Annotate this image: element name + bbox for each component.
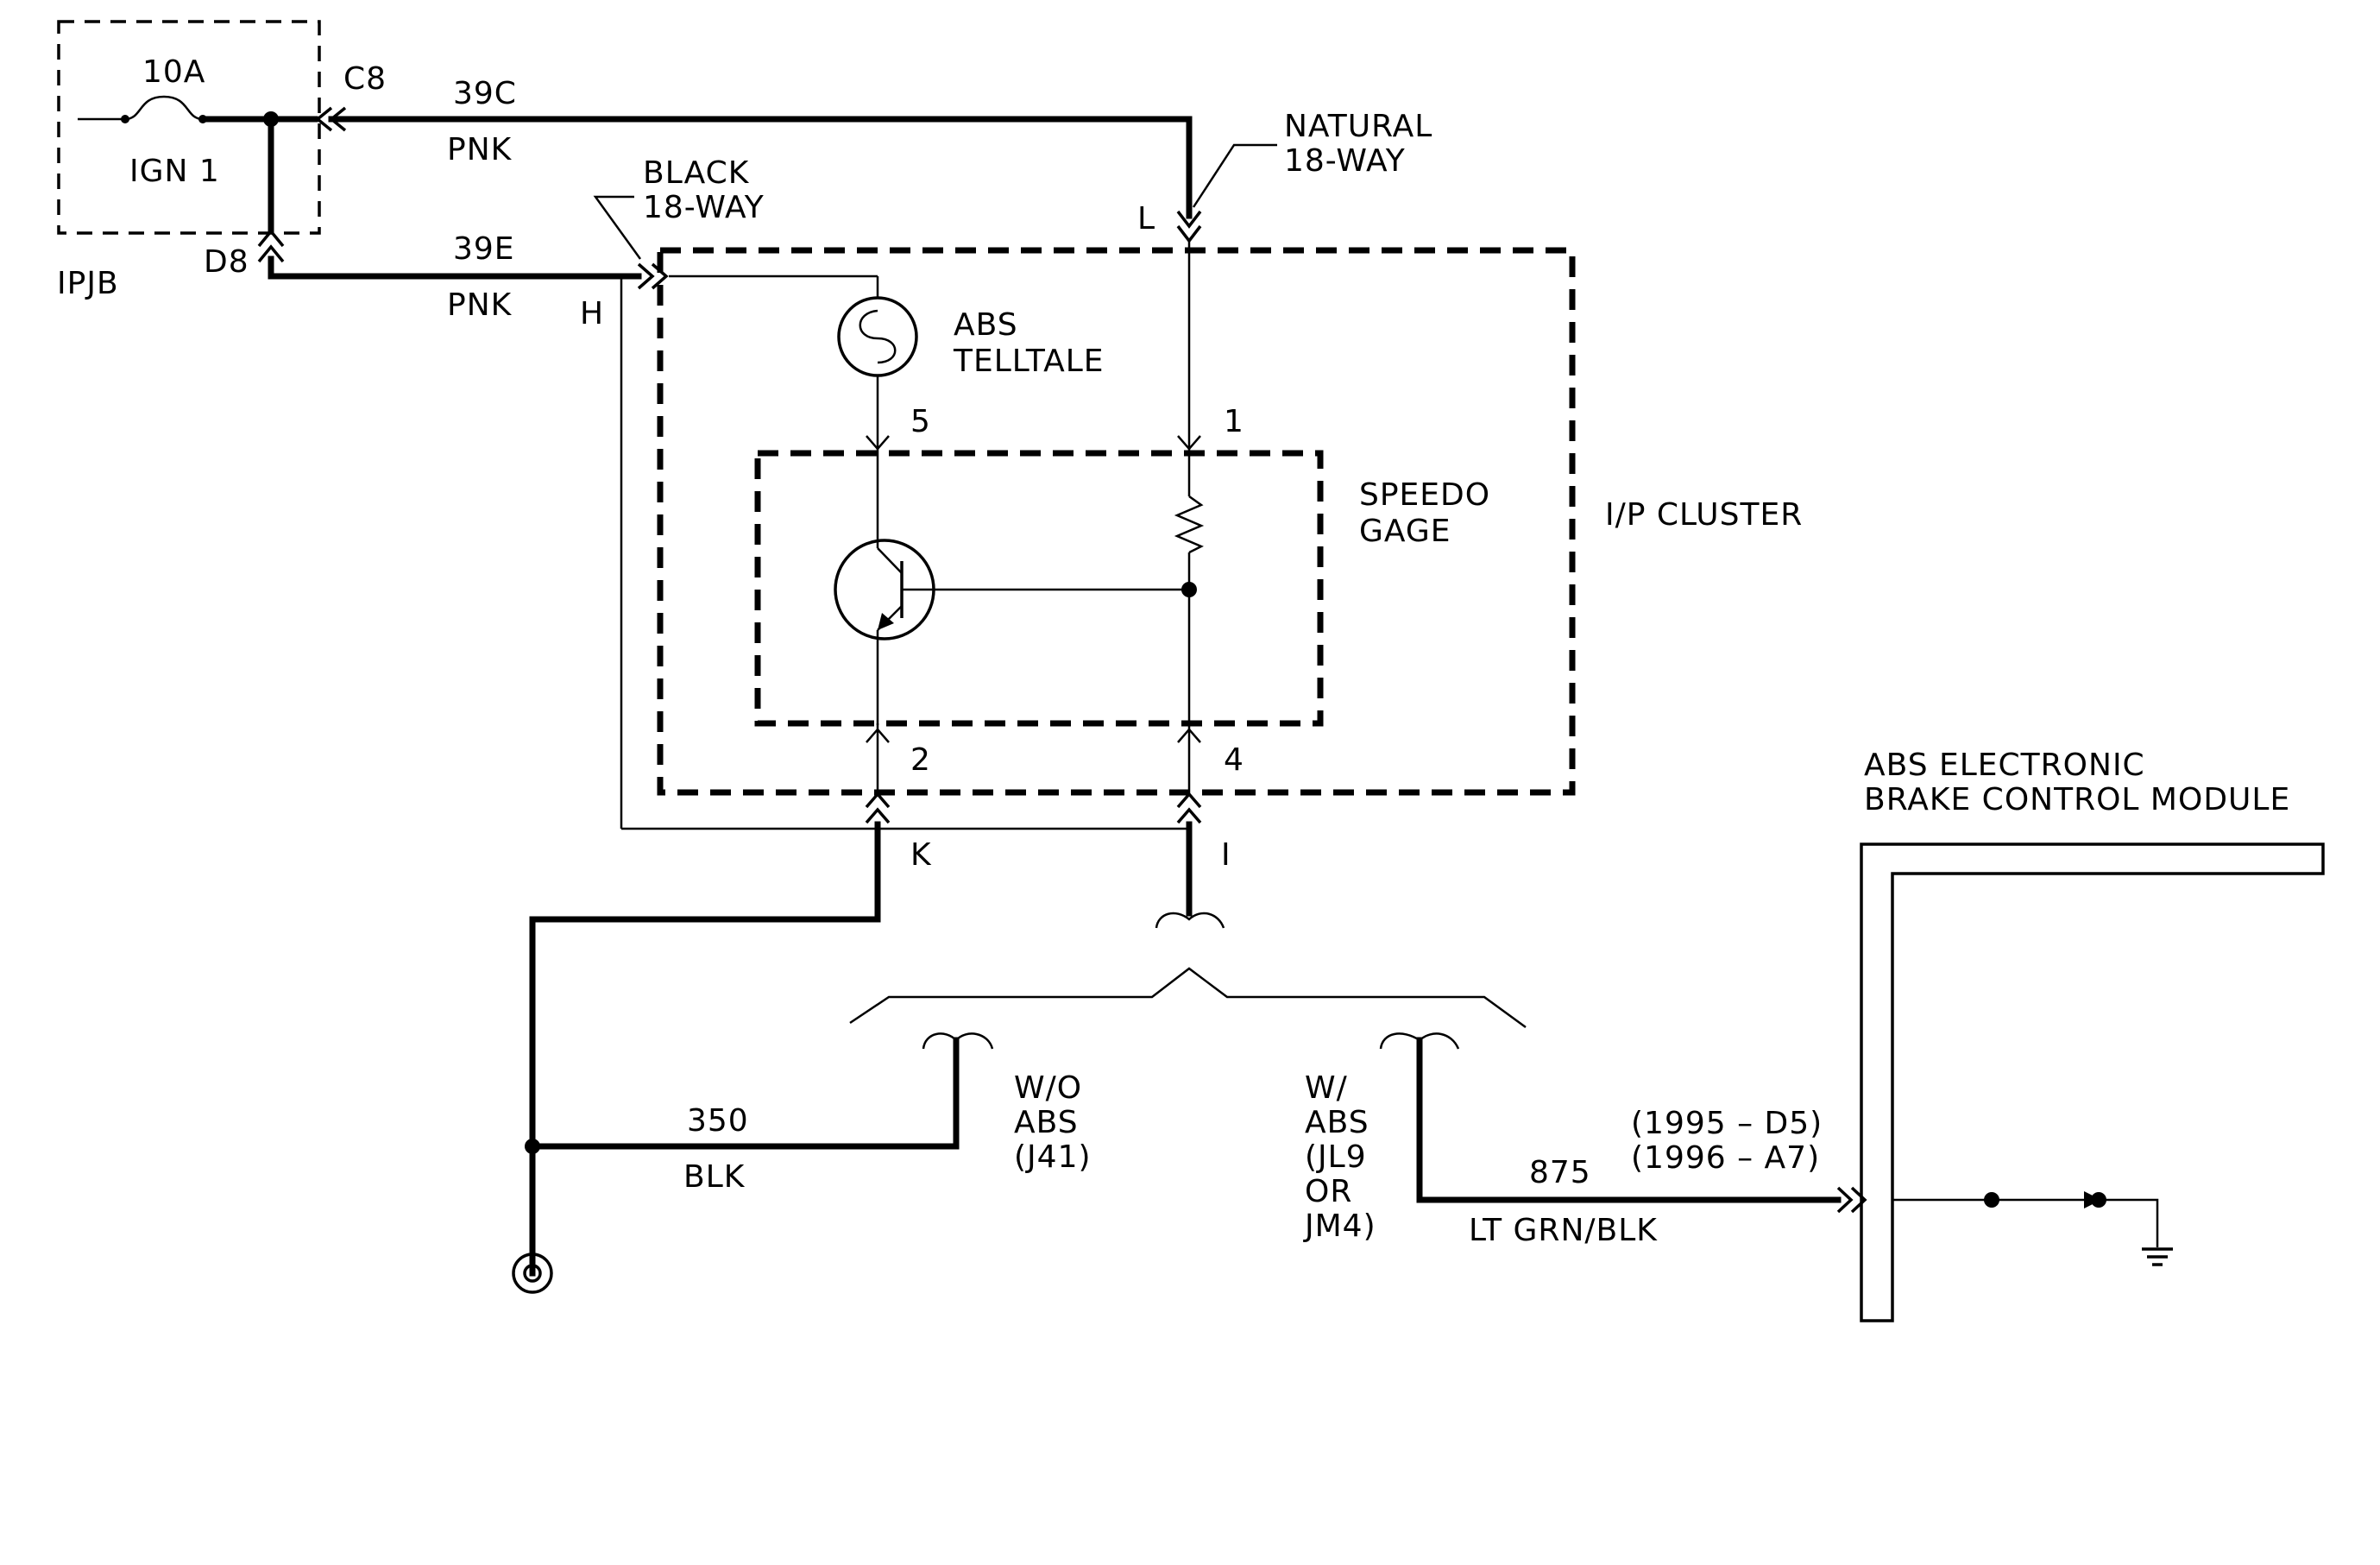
fuse-symbol	[124, 95, 204, 121]
wire-875-color: LT GRN/BLK	[1469, 1213, 1658, 1248]
wire-350	[529, 1037, 960, 1150]
lamp-filament	[859, 309, 897, 364]
wire-k-to-ground	[529, 821, 881, 1277]
connector-l-female	[1176, 210, 1202, 229]
fuse-name-label: IGN 1	[129, 154, 220, 189]
connector-c8-label: C8	[343, 61, 387, 97]
pin-1-arrow	[1177, 435, 1201, 451]
module-ground-lead	[2099, 1198, 2159, 1247]
wire-875-path	[1416, 1037, 1842, 1203]
pin-1-label: 1	[1224, 404, 1244, 439]
connector-h-female	[637, 262, 655, 290]
natural-connector-label-line1: NATURAL	[1284, 109, 1432, 144]
abs-telltale-lamp-icon	[837, 296, 918, 377]
module-label-line2: BRAKE CONTROL MODULE	[1864, 782, 2290, 817]
wire-39c: 39C PNK	[315, 76, 1193, 219]
wire-350-color: BLK	[683, 1159, 746, 1195]
connector-i-lower	[1176, 807, 1202, 824]
pin-1996-label: (1996 – A7)	[1631, 1140, 1820, 1176]
connector-k-lower	[865, 807, 891, 824]
connector-i-upper	[1176, 792, 1202, 809]
option-bracket: W/O ABS (J41) W/ ABS (JL9 OR JM4)	[849, 821, 1527, 1244]
pin-h-label: H	[580, 296, 604, 331]
w-abs-label-line4: OR	[1305, 1174, 1352, 1209]
connector-875-male	[1850, 1186, 1867, 1214]
fuse-rating-label: 10A	[142, 54, 205, 90]
wire-39c-number: 39C	[453, 76, 517, 111]
black-connector-label-line1: BLACK	[643, 155, 750, 191]
pin-4-arrow	[1177, 728, 1201, 743]
module-housing	[1860, 842, 2325, 1322]
w-abs-label-line3: (JL9	[1305, 1139, 1367, 1175]
wire-39e-color: PNK	[447, 287, 513, 323]
option-brace	[849, 967, 1527, 1029]
ipjb-fuse-block: 10A IGN 1 IPJB C8 D8	[57, 20, 387, 301]
pin-2-arrow	[866, 728, 890, 743]
connector-k-upper	[865, 792, 891, 809]
ip-cluster: I/P CLUSTER ABS TELLTALE 5 1 SPEEDO GAGE	[657, 242, 1803, 796]
connector-c8-female	[315, 106, 333, 132]
pin-i-label: I	[1221, 837, 1231, 873]
connector-d8-upper	[257, 229, 285, 248]
natural-connector-label-line2: 18-WAY	[1284, 143, 1406, 179]
transistor-collector	[877, 547, 903, 574]
w-abs-label-line5: JM4)	[1303, 1208, 1376, 1244]
abs-telltale-label-line1: ABS	[954, 307, 1018, 343]
natural-18-way-connector: NATURAL 18-WAY L	[1137, 109, 1432, 243]
ipjb-label: IPJB	[57, 266, 119, 301]
black-connector-leader	[593, 195, 642, 260]
connector-l-male	[1176, 224, 1202, 243]
connector-d8-lower	[257, 244, 285, 263]
pin-4-label: 4	[1224, 742, 1244, 778]
speedo-label-line1: SPEEDO	[1359, 477, 1490, 513]
abs-telltale-label-line2: TELLTALE	[953, 344, 1105, 379]
wo-abs-label-line1: W/O	[1014, 1070, 1082, 1106]
speedo-label-line2: GAGE	[1359, 514, 1451, 549]
pin-1995-label: (1995 – D5)	[1631, 1106, 1823, 1141]
wire-39e-number: 39E	[453, 231, 515, 267]
wo-abs-label-line2: ABS	[1014, 1105, 1079, 1140]
black-18-way-connector: BLACK 18-WAY H	[580, 155, 878, 829]
ground-eyelet-hole	[523, 1264, 542, 1283]
speedo-gage-boundary	[754, 450, 1324, 727]
wo-abs-label-line3: (J41)	[1014, 1139, 1092, 1175]
black-connector-label-line2: 18-WAY	[643, 190, 765, 225]
w-abs-label-line1: W/	[1305, 1070, 1348, 1106]
wire-39c-color: PNK	[447, 132, 513, 167]
natural-connector-leader	[1192, 143, 1277, 208]
w-abs-label-line2: ABS	[1305, 1105, 1369, 1140]
connector-875-female	[1836, 1186, 1854, 1214]
abs-brake-control-module: ABS ELECTRONIC BRAKE CONTROL MODULE	[1860, 748, 2325, 1322]
transistor-emitter-arrow	[878, 613, 894, 630]
ipjb-boundary	[57, 20, 321, 235]
resistor-icon	[1174, 495, 1205, 554]
pin-2-label: 2	[910, 742, 931, 778]
pin-5-label: 5	[910, 404, 931, 439]
wire-350-ground: 350 BLK	[512, 821, 994, 1294]
connector-h-male	[651, 262, 669, 290]
wire-875-number: 875	[1529, 1155, 1591, 1190]
wire-350-number: 350	[687, 1103, 749, 1139]
wo-abs-splice-arc	[922, 1032, 994, 1050]
module-label-line1: ABS ELECTRONIC	[1864, 748, 2145, 783]
wire-39e: 39E PNK	[257, 229, 642, 323]
connector-d8-label: D8	[204, 244, 249, 280]
pin-k-label: K	[910, 837, 932, 873]
ip-cluster-boundary	[657, 247, 1576, 796]
pin-l-label: L	[1137, 201, 1155, 237]
wire-875: 875 LT GRN/BLK (1995 – D5) (1996 – A7)	[1379, 1032, 1867, 1248]
pin-5-arrow	[866, 435, 890, 451]
ip-cluster-label: I/P CLUSTER	[1605, 497, 1803, 533]
cluster-bottom-connectors: K I	[621, 792, 1231, 873]
wire-i-splice-arc	[1155, 912, 1225, 929]
